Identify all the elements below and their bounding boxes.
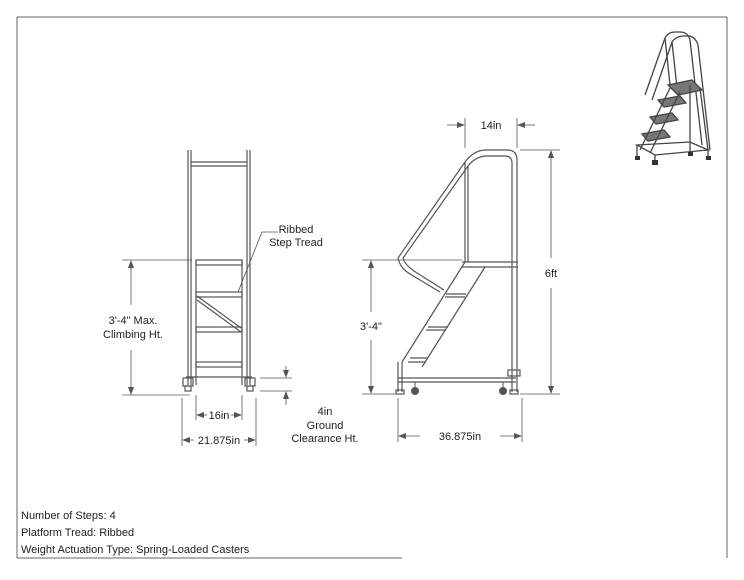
sheet-border	[16, 16, 728, 559]
side-view-ladder	[395, 149, 521, 395]
callout-label-line2: Step Tread	[269, 237, 323, 249]
inner-width-label: 16in	[209, 410, 230, 422]
climb-height-label: 3'-4"	[360, 321, 382, 333]
specifications-list: Number of Steps: 4 Platform Tread: Ribbe…	[21, 508, 249, 559]
spec-number-of-steps: Number of Steps: 4	[21, 510, 116, 522]
base-depth-label: 36.875in	[439, 431, 481, 443]
ground-clearance-label-line2: Ground	[307, 420, 344, 432]
climbing-height-label-line2: Climbing Ht.	[103, 329, 163, 341]
isometric-casters	[635, 152, 711, 165]
front-dimension-arrows	[128, 260, 289, 443]
side-dimension-arrows	[368, 122, 554, 439]
overall-height-label: 6ft	[545, 268, 557, 280]
callout-label-line1: Ribbed	[279, 224, 314, 236]
climbing-height-label-line1: 3'-4" Max.	[109, 315, 158, 327]
front-view-ladder	[182, 150, 256, 392]
spec-platform-tread: Platform Tread: Ribbed	[21, 527, 135, 539]
side-dimension-lines	[362, 118, 560, 442]
isometric-ladder-image	[634, 31, 711, 162]
ground-clearance-label-line1: 4in	[318, 406, 333, 418]
ground-clearance-label-line3: Clearance Ht.	[291, 433, 358, 445]
top-width-label: 14in	[481, 120, 502, 132]
spec-weight-actuation: Weight Actuation Type: Spring-Loaded Cas…	[21, 544, 250, 556]
side-view-casters	[411, 382, 507, 395]
outer-width-label: 21.875in	[198, 435, 240, 447]
